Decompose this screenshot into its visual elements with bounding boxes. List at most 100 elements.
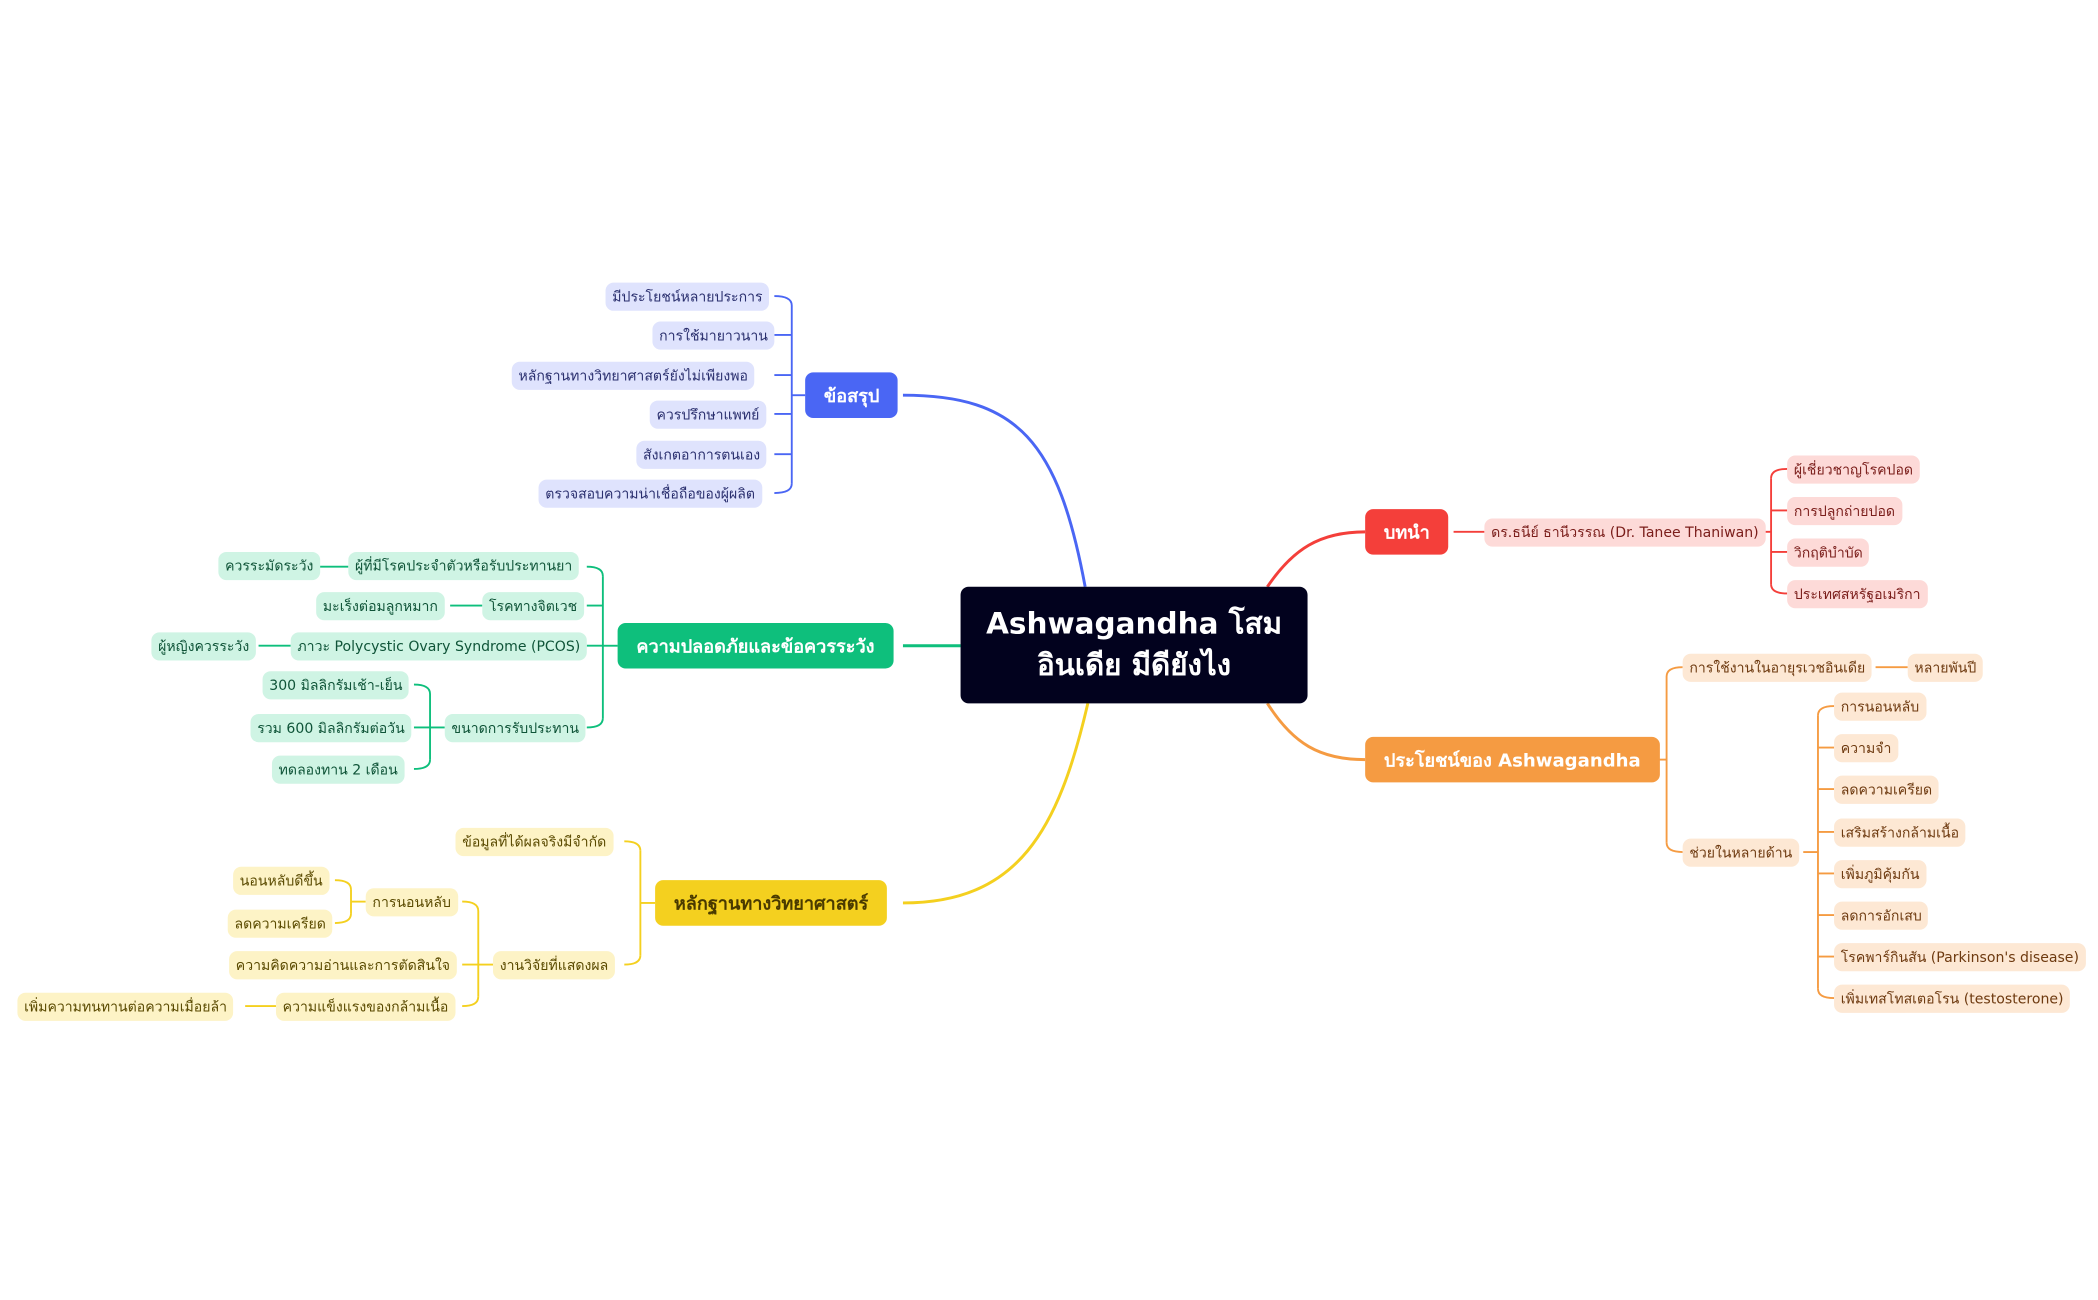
leaf-label: ความคิดความอ่านและการตัดสินใจ [235, 957, 451, 974]
branch-safety-label: ความปลอดภัยและข้อควรระวัง [636, 636, 875, 658]
leaf-label: ผู้ที่มีโรคประจำตัวหรือรับประทานยา [355, 558, 573, 575]
benefits-item-4[interactable]: เสริมสร้างกล้ามเนื้อ [1834, 818, 1966, 847]
evidence-links [245, 840, 656, 1008]
evidence-research[interactable]: งานวิจัยที่แสดงผล [493, 951, 615, 980]
branch-summary-label: ข้อสรุป [823, 385, 880, 408]
leaf-label: วิกฤติบำบัด [1793, 545, 1863, 562]
safety-dose-item-3[interactable]: ทดลองทาน 2 เดือน [271, 755, 405, 784]
intro-item-1[interactable]: ผู้เชี่ยวชาญโรคปอด [1787, 455, 1920, 484]
intro-doctor[interactable]: ดร.ธนีย์ ธานีวรรณ (Dr. Tanee Thaniwan) [1484, 518, 1766, 547]
link-root-intro [1266, 530, 1366, 588]
intro-item-3[interactable]: วิกฤติบำบัด [1787, 538, 1870, 567]
leaf-label: ควรระมัดระวัง [225, 558, 314, 575]
safety-psych[interactable]: โรคทางจิตเวช [482, 592, 584, 621]
intro-links [1453, 467, 1788, 595]
benefits-item-6[interactable]: ลดการอักเสบ [1834, 901, 1929, 930]
leaf-label: สังเกตอาการตนเอง [643, 447, 761, 464]
leaf-label: ดร.ธนีย์ ธานีวรรณ (Dr. Tanee Thaniwan) [1491, 525, 1759, 542]
leaf-label: นอนหลับดีขึ้น [239, 873, 323, 890]
benefits-item-7[interactable]: โรคพาร์กินสัน (Parkinson's disease) [1834, 943, 2086, 972]
leaf-label: การนอนหลับ [1840, 699, 1920, 716]
leaf-label: โรคพาร์กินสัน (Parkinson's disease) [1840, 949, 2079, 966]
leaf-label: ลดความเครียด [234, 916, 326, 933]
leaf-label: โรคทางจิตเวช [488, 598, 578, 615]
benefits-item-5[interactable]: เพิ่มภูมิคุ้มกัน [1834, 860, 1927, 889]
leaf-label: ลดการอักเสบ [1840, 908, 1922, 925]
branch-benefits[interactable]: ประโยชน์ของ Ashwagandha [1365, 736, 1660, 783]
safety-psych-note[interactable]: มะเร็งต่อมลูกหมาก [316, 592, 445, 621]
branch-evidence[interactable]: หลักฐานทางวิทยาศาสตร์ [655, 880, 887, 926]
evidence-sleep-item-2[interactable]: ลดความเครียด [227, 909, 333, 938]
leaf-label: ข้อมูลที่ได้ผลจริงมีจำกัด [462, 834, 607, 851]
branch-safety[interactable]: ความปลอดภัยและข้อควรระวัง [617, 622, 894, 669]
benefits-item-1[interactable]: การนอนหลับ [1834, 692, 1926, 721]
root-line-1: Ashwagandha โสม [986, 607, 1283, 642]
benefits-ayurveda[interactable]: การใช้งานในอายุรเวชอินเดีย [1682, 653, 1872, 682]
evidence-sleep-item-1[interactable]: นอนหลับดีขึ้น [233, 866, 330, 895]
safety-pcos[interactable]: ภาวะ Polycystic Ovary Syndrome (PCOS) [290, 632, 587, 661]
summary-links [774, 295, 806, 494]
link-root-evidence [902, 703, 1090, 905]
safety-dose-item-2[interactable]: รวม 600 มิลลิกรัมต่อวัน [250, 714, 412, 743]
evidence-cognition[interactable]: ความคิดความอ่านและการตัดสินใจ [229, 951, 457, 980]
summary-item-2[interactable]: การใช้มายาวนาน [652, 321, 775, 350]
evidence-muscle[interactable]: ความแข็งแรงของกล้ามเนื้อ [275, 992, 456, 1021]
link-root-summary [902, 393, 1087, 588]
safety-dose[interactable]: ขนาดการรับประทาน [444, 714, 586, 743]
leaf-label: ทดลองทาน 2 เดือน [278, 762, 398, 779]
leaf-label: 300 มิลลิกรัมเช้า-เย็น [269, 677, 403, 694]
branch-evidence-label: หลักฐานทางวิทยาศาสตร์ [673, 893, 869, 916]
summary-item-4[interactable]: ควรปรึกษาแพทย์ [649, 400, 767, 429]
summary-item-1[interactable]: มีประโยชน์หลายประการ [605, 282, 770, 311]
leaf-label: ผู้เชี่ยวชาญโรคปอด [1793, 462, 1914, 479]
leaf-label: การใช้งานในอายุรเวชอินเดีย [1689, 660, 1866, 677]
leaf-label: ความจำ [1840, 740, 1892, 757]
benefits-many[interactable]: ช่วยในหลายด้าน [1682, 838, 1799, 867]
evidence-sleep[interactable]: การนอนหลับ [365, 888, 458, 917]
branch-summary[interactable]: ข้อสรุป [805, 372, 899, 418]
root-topic[interactable]: Ashwagandha โสม อินเดีย มีดียังไง [960, 586, 1308, 704]
branch-benefits-label: ประโยชน์ของ Ashwagandha [1383, 750, 1641, 772]
leaf-label: การใช้มายาวนาน [659, 328, 768, 345]
safety-chronic-note[interactable]: ควรระมัดระวัง [218, 551, 321, 581]
leaf-label: เพิ่มภูมิคุ้มกัน [1840, 866, 1920, 883]
leaf-label: มะเร็งต่อมลูกหมาก [322, 598, 438, 615]
leaf-label: การนอนหลับ [372, 894, 451, 911]
leaf-label: ความแข็งแรงของกล้ามเนื้อ [282, 999, 449, 1016]
branch-intro[interactable]: บทนำ [1365, 509, 1449, 555]
leaf-label: งานวิจัยที่แสดงผล [499, 957, 609, 974]
intro-item-4[interactable]: ประเทศสหรัฐอเมริกา [1787, 580, 1928, 609]
benefits-ayurveda-note[interactable]: หลายพันปี [1907, 653, 1983, 682]
leaf-label: รวม 600 มิลลิกรัมต่อวัน [257, 720, 405, 737]
summary-item-6[interactable]: ตรวจสอบความน่าเชื่อถือของผู้ผลิต [538, 479, 762, 508]
leaf-label: ตรวจสอบความน่าเชื่อถือของผู้ผลิต [545, 486, 756, 503]
leaf-label: หลักฐานทางวิทยาศาสตร์ยังไม่เพียงพอ [518, 368, 748, 385]
link-root-benefits [1266, 702, 1366, 762]
summary-item-5[interactable]: สังเกตอาการตนเอง [636, 440, 767, 469]
summary-item-3[interactable]: หลักฐานทางวิทยาศาสตร์ยังไม่เพียงพอ [511, 361, 755, 390]
evidence-limited[interactable]: ข้อมูลที่ได้ผลจริงมีจำกัด [455, 827, 613, 857]
leaf-label: มีประโยชน์หลายประการ [612, 289, 763, 306]
leaf-label: ภาวะ Polycystic Ovary Syndrome (PCOS) [297, 639, 581, 656]
leaf-label: หลายพันปี [1914, 660, 1977, 677]
leaf-label: เพิ่มความทนทานต่อความเมื่อยล้า [24, 999, 227, 1016]
leaf-label: ควรปรึกษาแพทย์ [656, 407, 760, 424]
safety-pcos-note[interactable]: ผู้หญิงควรระวัง [151, 632, 256, 661]
leaf-label: ขนาดการรับประทาน [451, 720, 580, 737]
leaf-label: ลดความเครียด [1840, 782, 1933, 799]
intro-item-2[interactable]: การปลูกถ่ายปอด [1787, 497, 1902, 526]
benefits-item-2[interactable]: ความจำ [1834, 734, 1899, 763]
leaf-label: การปลูกถ่ายปอด [1793, 503, 1896, 520]
branch-intro-label: บทนำ [1383, 522, 1430, 544]
safety-dose-item-1[interactable]: 300 มิลลิกรัมเช้า-เย็น [262, 671, 410, 700]
leaf-label: ผู้หญิงควรระวัง [158, 639, 250, 656]
safety-chronic[interactable]: ผู้ที่มีโรคประจำตัวหรือรับประทานยา [348, 551, 579, 581]
leaf-label: ประเทศสหรัฐอเมริกา [1793, 586, 1921, 603]
benefits-links [1651, 666, 1908, 1000]
benefits-item-8[interactable]: เพิ่มเทสโทสเตอโรน (testosterone) [1834, 984, 2071, 1013]
benefits-item-3[interactable]: ลดความเครียด [1834, 775, 1939, 804]
leaf-label: เสริมสร้างกล้ามเนื้อ [1840, 825, 1960, 842]
evidence-muscle-note[interactable]: เพิ่มความทนทานต่อความเมื่อยล้า [17, 992, 234, 1021]
